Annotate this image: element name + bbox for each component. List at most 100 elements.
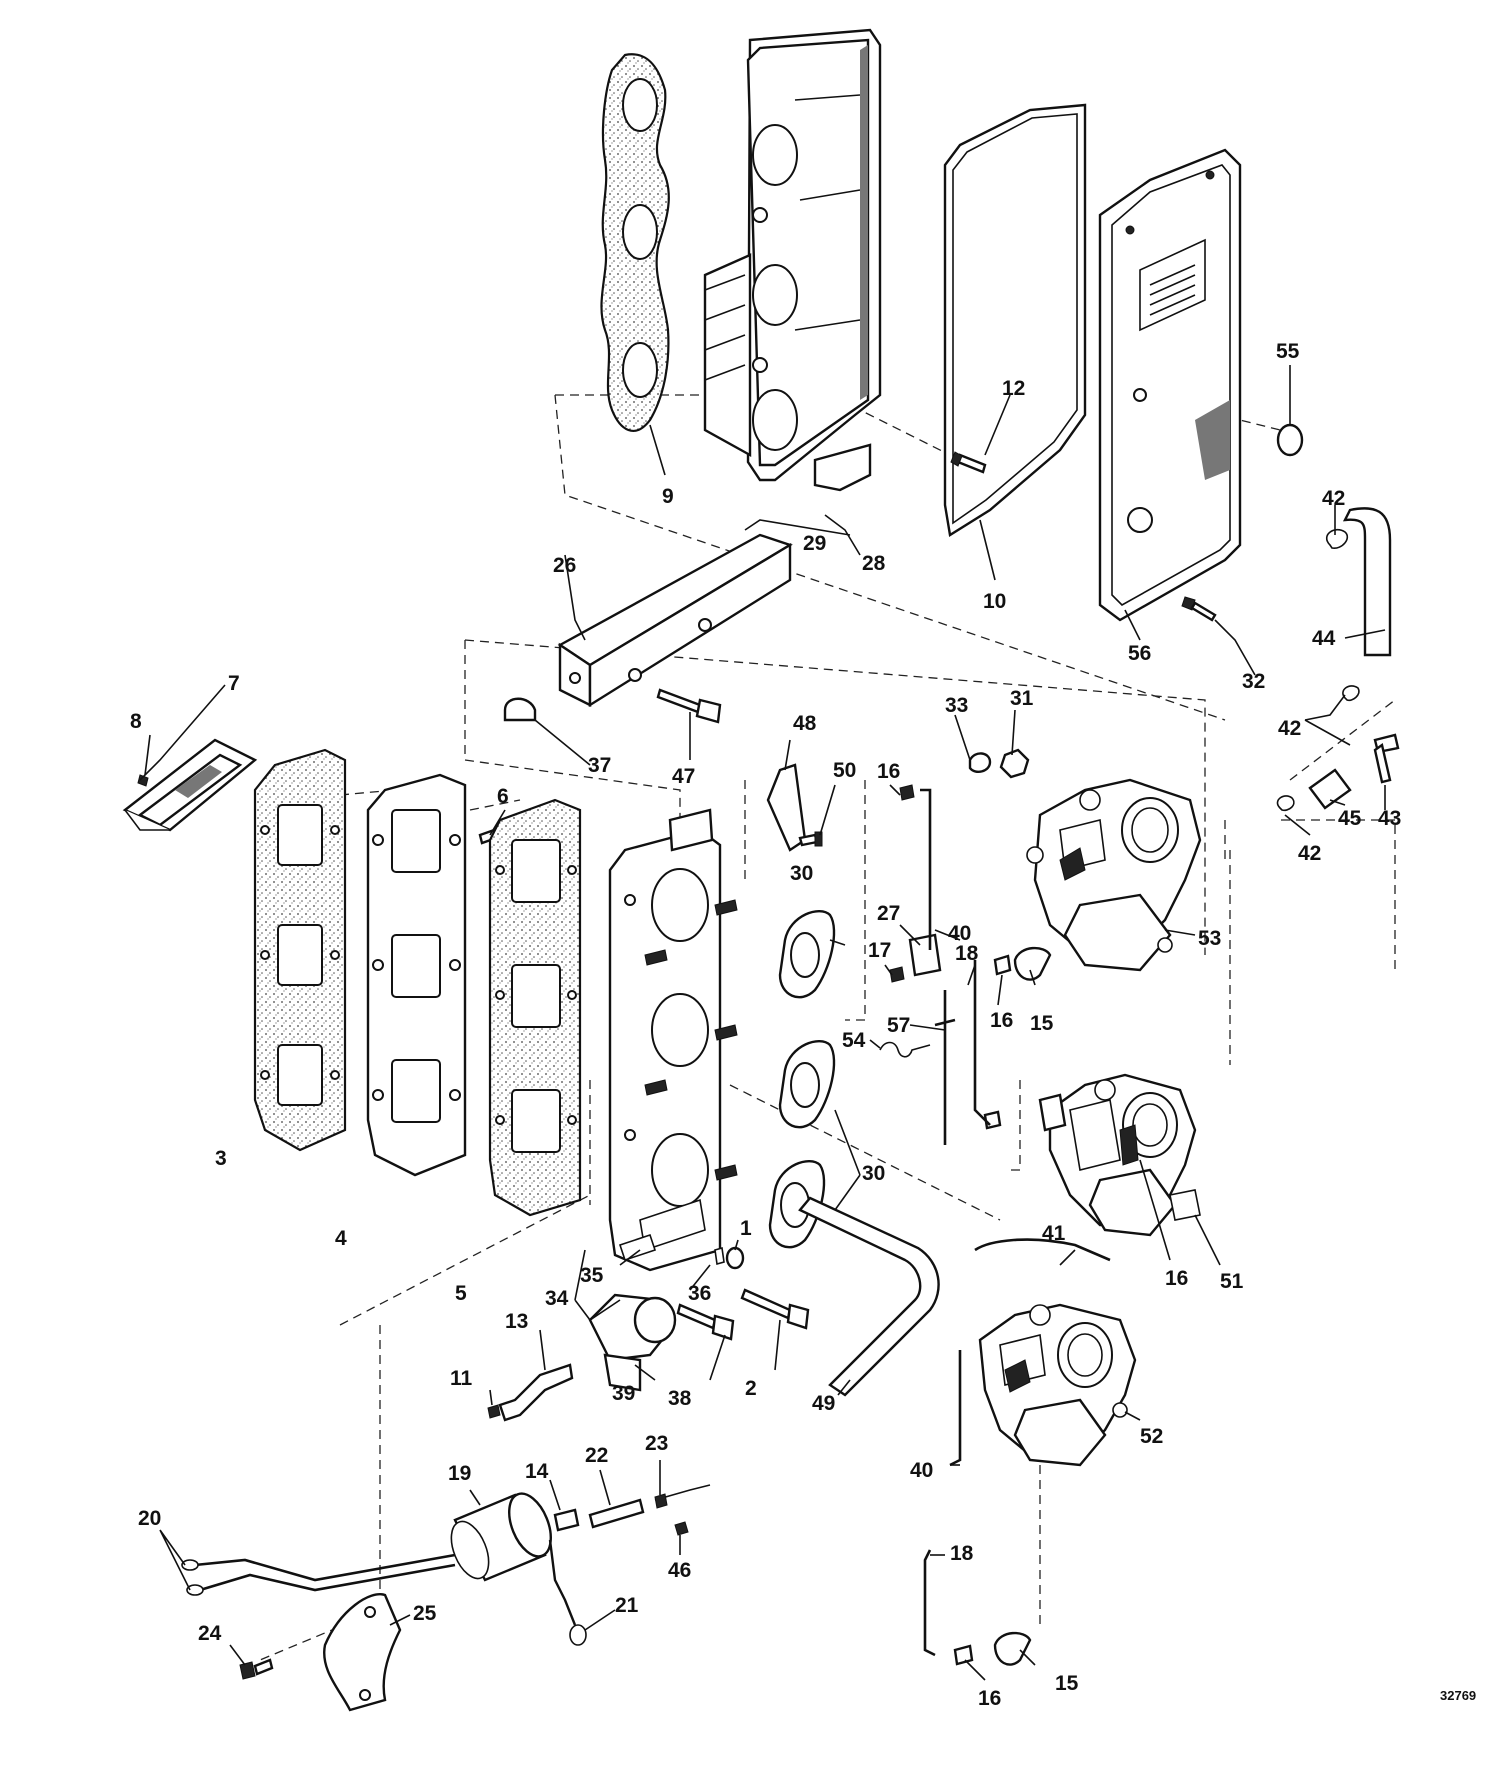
callout-44: 44 bbox=[1312, 627, 1336, 650]
callout-52: 52 bbox=[1140, 1425, 1163, 1448]
callout-27: 27 bbox=[877, 902, 900, 925]
screw-12 bbox=[950, 451, 987, 474]
callout-18a: 18 bbox=[955, 942, 979, 965]
solenoid-cover-25 bbox=[323, 1593, 402, 1712]
bolt-2 bbox=[740, 1288, 810, 1330]
callout-14: 14 bbox=[525, 1460, 549, 1483]
wire-lead-20 bbox=[181, 1553, 456, 1596]
bolt-38 bbox=[676, 1303, 735, 1341]
callout-9: 9 bbox=[662, 485, 674, 508]
solenoid-19 bbox=[450, 1492, 552, 1582]
callout-32: 32 bbox=[1242, 670, 1265, 693]
bracket-13 bbox=[498, 1363, 574, 1422]
callout-21: 21 bbox=[615, 1594, 639, 1617]
nut-31 bbox=[999, 748, 1030, 779]
callout-33: 33 bbox=[945, 694, 968, 717]
callout-13: 13 bbox=[505, 1310, 528, 1333]
carburetor-52 bbox=[978, 1303, 1137, 1467]
callout-28: 28 bbox=[862, 552, 886, 575]
plunger-22 bbox=[588, 1498, 645, 1529]
fitting-16-bottom bbox=[953, 1644, 974, 1666]
callout-5: 5 bbox=[455, 1282, 467, 1305]
callout-50: 50 bbox=[833, 759, 856, 782]
callout-40a: 40 bbox=[948, 922, 971, 945]
callout-15b: 15 bbox=[1055, 1672, 1079, 1695]
callout-12: 12 bbox=[1002, 377, 1025, 400]
callout-40b: 40 bbox=[910, 1459, 933, 1482]
cover-gasket-10 bbox=[943, 103, 1087, 537]
callout-49: 49 bbox=[812, 1392, 835, 1415]
gasket-9 bbox=[600, 53, 670, 432]
callout-41: 41 bbox=[1042, 1222, 1066, 1245]
clamp-42b bbox=[1342, 685, 1360, 702]
callout-46: 46 bbox=[668, 1559, 691, 1582]
carburetor-51 bbox=[1038, 1073, 1201, 1237]
gasket-3 bbox=[253, 748, 347, 1152]
rod-18-mid bbox=[973, 960, 991, 1126]
callout-53: 53 bbox=[1198, 927, 1221, 950]
rod-18-bottom bbox=[923, 1549, 936, 1657]
callout-17: 17 bbox=[868, 939, 891, 962]
callout-39: 39 bbox=[612, 1382, 635, 1405]
callout-2: 2 bbox=[745, 1377, 757, 1400]
callout-19: 19 bbox=[448, 1462, 471, 1485]
callout-11: 11 bbox=[450, 1367, 473, 1390]
callout-16c: 16 bbox=[1165, 1267, 1188, 1290]
callout-29: 29 bbox=[803, 532, 826, 555]
reference-number: 32769 bbox=[1440, 1688, 1476, 1703]
callout-30b: 30 bbox=[862, 1162, 885, 1185]
plug-37 bbox=[503, 697, 537, 722]
bracket-48 bbox=[766, 763, 807, 852]
screw-32 bbox=[1181, 596, 1217, 622]
callout-18b: 18 bbox=[950, 1542, 974, 1565]
air-silencer-base bbox=[703, 28, 882, 492]
nut-46 bbox=[674, 1521, 689, 1536]
air-silencer-cover-56 bbox=[1098, 148, 1242, 622]
rod-41 bbox=[974, 1238, 1111, 1262]
reed-block-7 bbox=[122, 738, 258, 832]
hose-44 bbox=[1342, 507, 1392, 657]
hose-49 bbox=[798, 1196, 940, 1397]
fitting-43 bbox=[1373, 733, 1400, 784]
callout-37: 37 bbox=[588, 754, 611, 777]
callout-8: 8 bbox=[130, 710, 142, 733]
callout-54: 54 bbox=[842, 1029, 866, 1052]
callout-26: 26 bbox=[553, 554, 576, 577]
fitting-16-mid bbox=[993, 954, 1012, 976]
washer-1 bbox=[725, 1246, 745, 1270]
spring-14 bbox=[553, 1508, 580, 1532]
cam-15-bottom bbox=[993, 1631, 1032, 1666]
spring-23 bbox=[654, 1484, 711, 1501]
callout-25: 25 bbox=[413, 1602, 437, 1625]
callout-3: 3 bbox=[215, 1147, 227, 1170]
callout-1: 1 bbox=[740, 1217, 752, 1240]
callout-56: 56 bbox=[1128, 642, 1151, 665]
callout-57: 57 bbox=[887, 1014, 910, 1037]
intake-manifold bbox=[608, 808, 738, 1272]
callout-47: 47 bbox=[672, 765, 695, 788]
hose-45 bbox=[1308, 768, 1352, 810]
spring-54 bbox=[879, 1041, 931, 1058]
callout-16a: 16 bbox=[877, 760, 900, 783]
callout-30a: 30 bbox=[790, 862, 813, 885]
callout-42c: 42 bbox=[1298, 842, 1321, 865]
cam-15-top bbox=[1013, 946, 1052, 981]
callout-35: 35 bbox=[580, 1264, 604, 1287]
clamp-42c bbox=[1276, 795, 1295, 812]
callout-7: 7 bbox=[228, 672, 240, 695]
callout-31: 31 bbox=[1010, 687, 1034, 710]
fitting-16-low bbox=[983, 1110, 1002, 1130]
clamp-42a bbox=[1325, 528, 1349, 549]
callout-48: 48 bbox=[793, 712, 817, 735]
carb-gasket-30-top bbox=[778, 910, 836, 999]
callout-36: 36 bbox=[688, 1282, 711, 1305]
gasket-5 bbox=[488, 798, 582, 1217]
rail-26 bbox=[557, 533, 793, 708]
callout-42a: 42 bbox=[1322, 487, 1345, 510]
callout-38: 38 bbox=[668, 1387, 692, 1410]
link-35 bbox=[618, 1233, 657, 1262]
callout-51: 51 bbox=[1220, 1270, 1244, 1293]
link-rod-40-top bbox=[920, 788, 932, 950]
callout-10: 10 bbox=[983, 590, 1006, 613]
